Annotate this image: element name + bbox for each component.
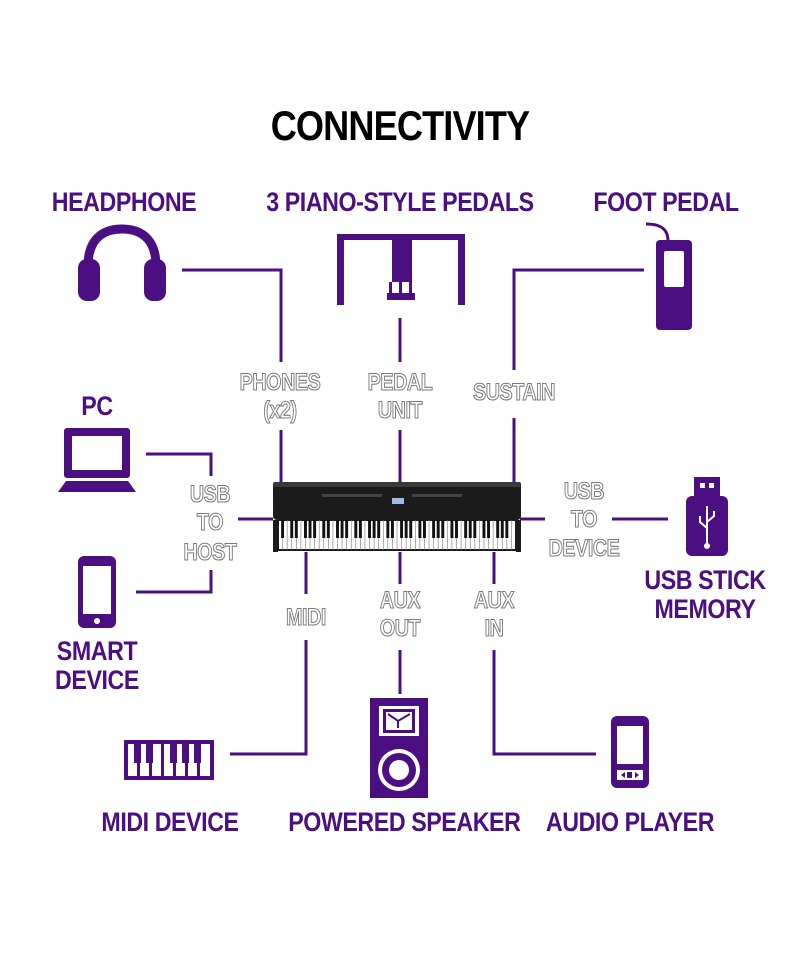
piano-black-key — [336, 520, 339, 538]
piano-black-key — [436, 520, 440, 538]
line-headphone — [182, 268, 283, 362]
label-foot-pedal: FOOT PEDAL — [593, 187, 739, 217]
port-pedal-2: UNIT — [377, 396, 423, 424]
line-audio-player — [492, 650, 596, 756]
port-aux-in-1: AUX — [473, 586, 515, 614]
port-aux-out-2: OUT — [379, 614, 421, 642]
label-midi-device: MIDI DEVICE — [101, 807, 239, 837]
piano-black-key — [400, 520, 404, 538]
label-smart-device-1: SMART — [56, 636, 138, 666]
piano-black-key — [464, 520, 468, 538]
speaker-icon — [370, 698, 428, 798]
piano-black-keys — [281, 520, 509, 538]
label-smart-device-2: DEVICE — [55, 665, 139, 695]
port-usb-host-3: HOST — [183, 538, 237, 566]
piano-black-key — [326, 520, 330, 538]
line-midi-device — [230, 640, 308, 756]
port-usb-host-1: USB — [189, 480, 231, 508]
piano-black-key — [290, 520, 294, 538]
line-foot-pedal — [512, 268, 644, 370]
piano-black-key — [308, 520, 312, 538]
piano-black-key — [345, 520, 349, 538]
piano-black-key — [354, 520, 358, 538]
port-pedal-1: PEDAL — [367, 368, 433, 396]
piano-black-key — [422, 520, 426, 538]
page-title: CONNECTIVITY — [270, 102, 530, 149]
midi-keyboard-icon — [124, 740, 214, 780]
connection-lines — [136, 268, 668, 756]
piano-black-key — [313, 520, 317, 538]
port-phones-2: (x2) — [263, 396, 298, 424]
label-headphone: HEADPHONE — [51, 187, 197, 217]
piano-black-key — [390, 520, 394, 538]
piano-black-key — [505, 520, 509, 538]
label-audio-player: AUDIO PLAYER — [545, 807, 715, 837]
port-usb-device-1: USB — [563, 477, 605, 505]
piano-black-key — [409, 520, 413, 538]
usb-stick-icon — [686, 477, 728, 556]
label-usb-memory-1: USB STICK — [644, 565, 766, 595]
label-powered-speaker: POWERED SPEAKER — [288, 807, 521, 837]
port-aux-out-1: AUX — [379, 586, 421, 614]
piano-black-key — [377, 520, 381, 538]
piano-black-key — [473, 520, 477, 538]
port-usb-device-2: TO — [570, 505, 598, 533]
port-phones-1: PHONES — [239, 368, 321, 396]
piano-black-key — [441, 520, 445, 538]
piano-black-key — [432, 520, 436, 538]
piano-black-key — [450, 520, 454, 538]
piano-black-key — [372, 520, 376, 538]
port-sustain: SUSTAIN — [472, 378, 556, 406]
piano-black-key — [496, 520, 500, 538]
piano-black-key — [386, 520, 390, 538]
piano-black-key — [487, 520, 491, 538]
port-usb-device-3: DEVICE — [548, 534, 620, 562]
smartphone-icon — [78, 556, 116, 628]
label-pedals: 3 PIANO-STYLE PEDALS — [266, 187, 534, 217]
port-aux-in-2: IN — [484, 614, 504, 642]
piano-black-key — [294, 520, 298, 538]
laptop-icon — [58, 428, 136, 492]
line-pc — [146, 452, 213, 476]
piano-black-key — [303, 520, 307, 538]
piano-black-key — [358, 520, 362, 538]
piano-black-key — [281, 520, 285, 538]
label-usb-memory-2: MEMORY — [654, 594, 756, 624]
port-midi: MIDI — [286, 603, 327, 631]
piano-black-key — [500, 520, 504, 538]
piano-black-key — [418, 520, 422, 538]
piano-black-key — [455, 520, 458, 538]
digital-piano-image — [273, 482, 521, 552]
port-usb-host-2: TO — [196, 508, 224, 536]
piano-black-key — [404, 520, 408, 538]
piano-black-key — [322, 520, 326, 538]
piano-pedals-icon — [337, 234, 465, 305]
piano-black-key — [482, 520, 486, 538]
piano-black-key — [340, 520, 344, 538]
audio-player-icon — [611, 716, 649, 788]
headphone-icon — [78, 224, 166, 301]
piano-black-key — [468, 520, 472, 538]
label-pc: PC — [81, 391, 113, 421]
foot-pedal-icon — [645, 222, 692, 330]
piano-black-key — [368, 520, 372, 538]
line-smart — [136, 570, 213, 594]
